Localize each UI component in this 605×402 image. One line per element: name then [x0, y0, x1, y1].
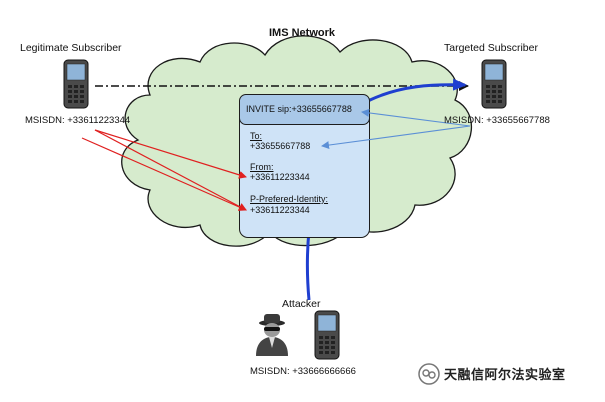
attacker-title: Attacker [282, 298, 321, 310]
legit-subscriber-title: Legitimate Subscriber [20, 42, 122, 54]
attacker-phone-icon [314, 310, 340, 360]
attacker-msisdn: MSISDN: +33666666666 [250, 366, 356, 377]
attacker-figure-icon [256, 314, 288, 356]
from-label: From: [250, 162, 274, 172]
red-arrow-from [94, 129, 247, 179]
legit-msisdn: MSISDN: +33611223344 [25, 115, 131, 126]
to-value: +33655667788 [250, 141, 311, 151]
to-label: To: [250, 131, 263, 141]
ppi-label: P-Prefered-Identity: [250, 194, 329, 204]
invite-line: INVITE sip:+33655667788 [246, 104, 352, 114]
legit-phone-icon [63, 59, 89, 109]
ppi-value: +33611223344 [250, 205, 310, 215]
target-phone-icon [481, 59, 507, 109]
network-title: IMS Network [269, 27, 336, 39]
watermark-text: 天融信阿尔法实验室 [444, 367, 566, 382]
wechat-logo-icon [418, 363, 440, 385]
sip-message-header [239, 94, 370, 125]
light-blue-arrow-invite [361, 108, 471, 127]
light-blue-arrow-to [321, 125, 471, 150]
from-value: +33611223344 [250, 172, 310, 182]
red-arrow-ppi-2 [81, 137, 247, 211]
target-msisdn: MSISDN: +33655667788 [444, 115, 550, 126]
red-arrow-ppi-1 [94, 129, 247, 211]
target-subscriber-title: Targeted Subscriber [444, 42, 538, 54]
